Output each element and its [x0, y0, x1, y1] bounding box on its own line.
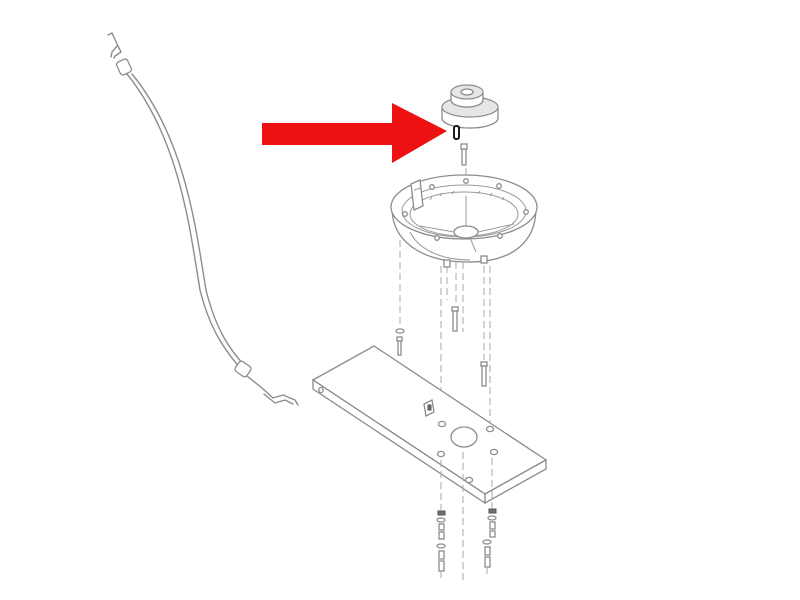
plate-top [311, 345, 548, 495]
cable-top-ferrule [115, 58, 133, 76]
control-cable [107, 32, 299, 406]
highlighted-key [453, 125, 460, 140]
fastener-stack [436, 508, 497, 580]
cable-bottom-hook [246, 375, 299, 406]
callout-arrow [262, 103, 447, 163]
pulley [441, 84, 499, 129]
cable-line-b [131, 73, 246, 367]
cable-top-hook [107, 32, 122, 59]
plate-center-hole [450, 426, 478, 448]
cable-line-a [126, 73, 241, 369]
housing-bracket [410, 179, 424, 211]
pulley-bolt [460, 143, 468, 166]
plate-right-edge [484, 458, 547, 505]
mid-fasteners [395, 306, 488, 387]
gear-housing [390, 174, 538, 268]
mounting-plate [311, 345, 548, 505]
cable-bottom-ferrule [234, 360, 252, 378]
